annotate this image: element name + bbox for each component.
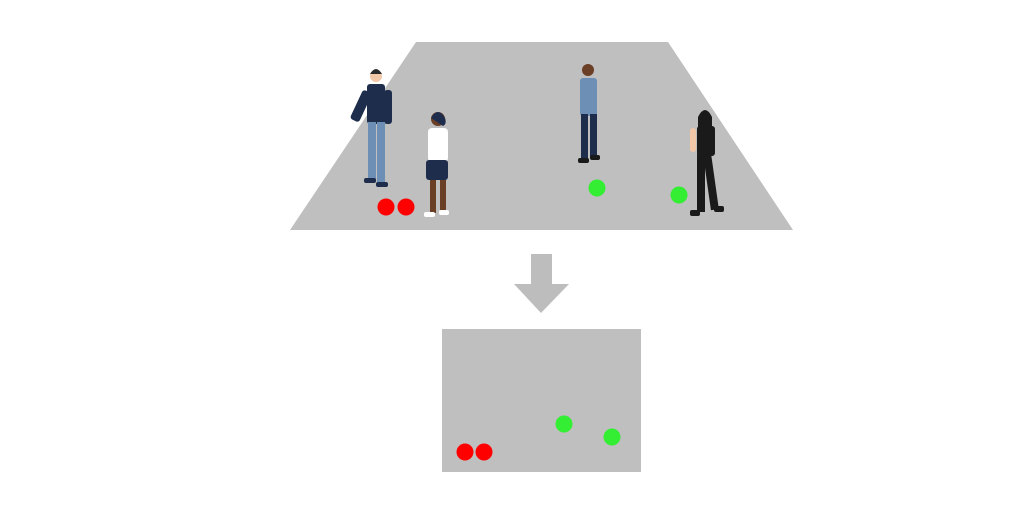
map-green-marker-2 bbox=[603, 428, 621, 446]
map-red-marker-2 bbox=[475, 443, 493, 461]
red-marker-2 bbox=[397, 198, 415, 216]
map-markers bbox=[456, 415, 621, 461]
person-man-blue-shirt bbox=[578, 64, 600, 163]
green-marker-1 bbox=[588, 179, 606, 197]
green-marker-2 bbox=[670, 186, 688, 204]
red-marker-1 bbox=[377, 198, 395, 216]
map-red-marker-1 bbox=[456, 443, 474, 461]
scene-markers bbox=[377, 179, 688, 216]
top-down-map bbox=[442, 329, 641, 472]
person-man-navy-sweater bbox=[350, 69, 392, 187]
map-green-marker-1 bbox=[555, 415, 573, 433]
down-arrow-icon bbox=[514, 254, 569, 313]
perspective-floor bbox=[290, 42, 793, 230]
person-girl-white-shirt bbox=[424, 112, 449, 217]
person-woman-black-outfit bbox=[690, 110, 724, 216]
